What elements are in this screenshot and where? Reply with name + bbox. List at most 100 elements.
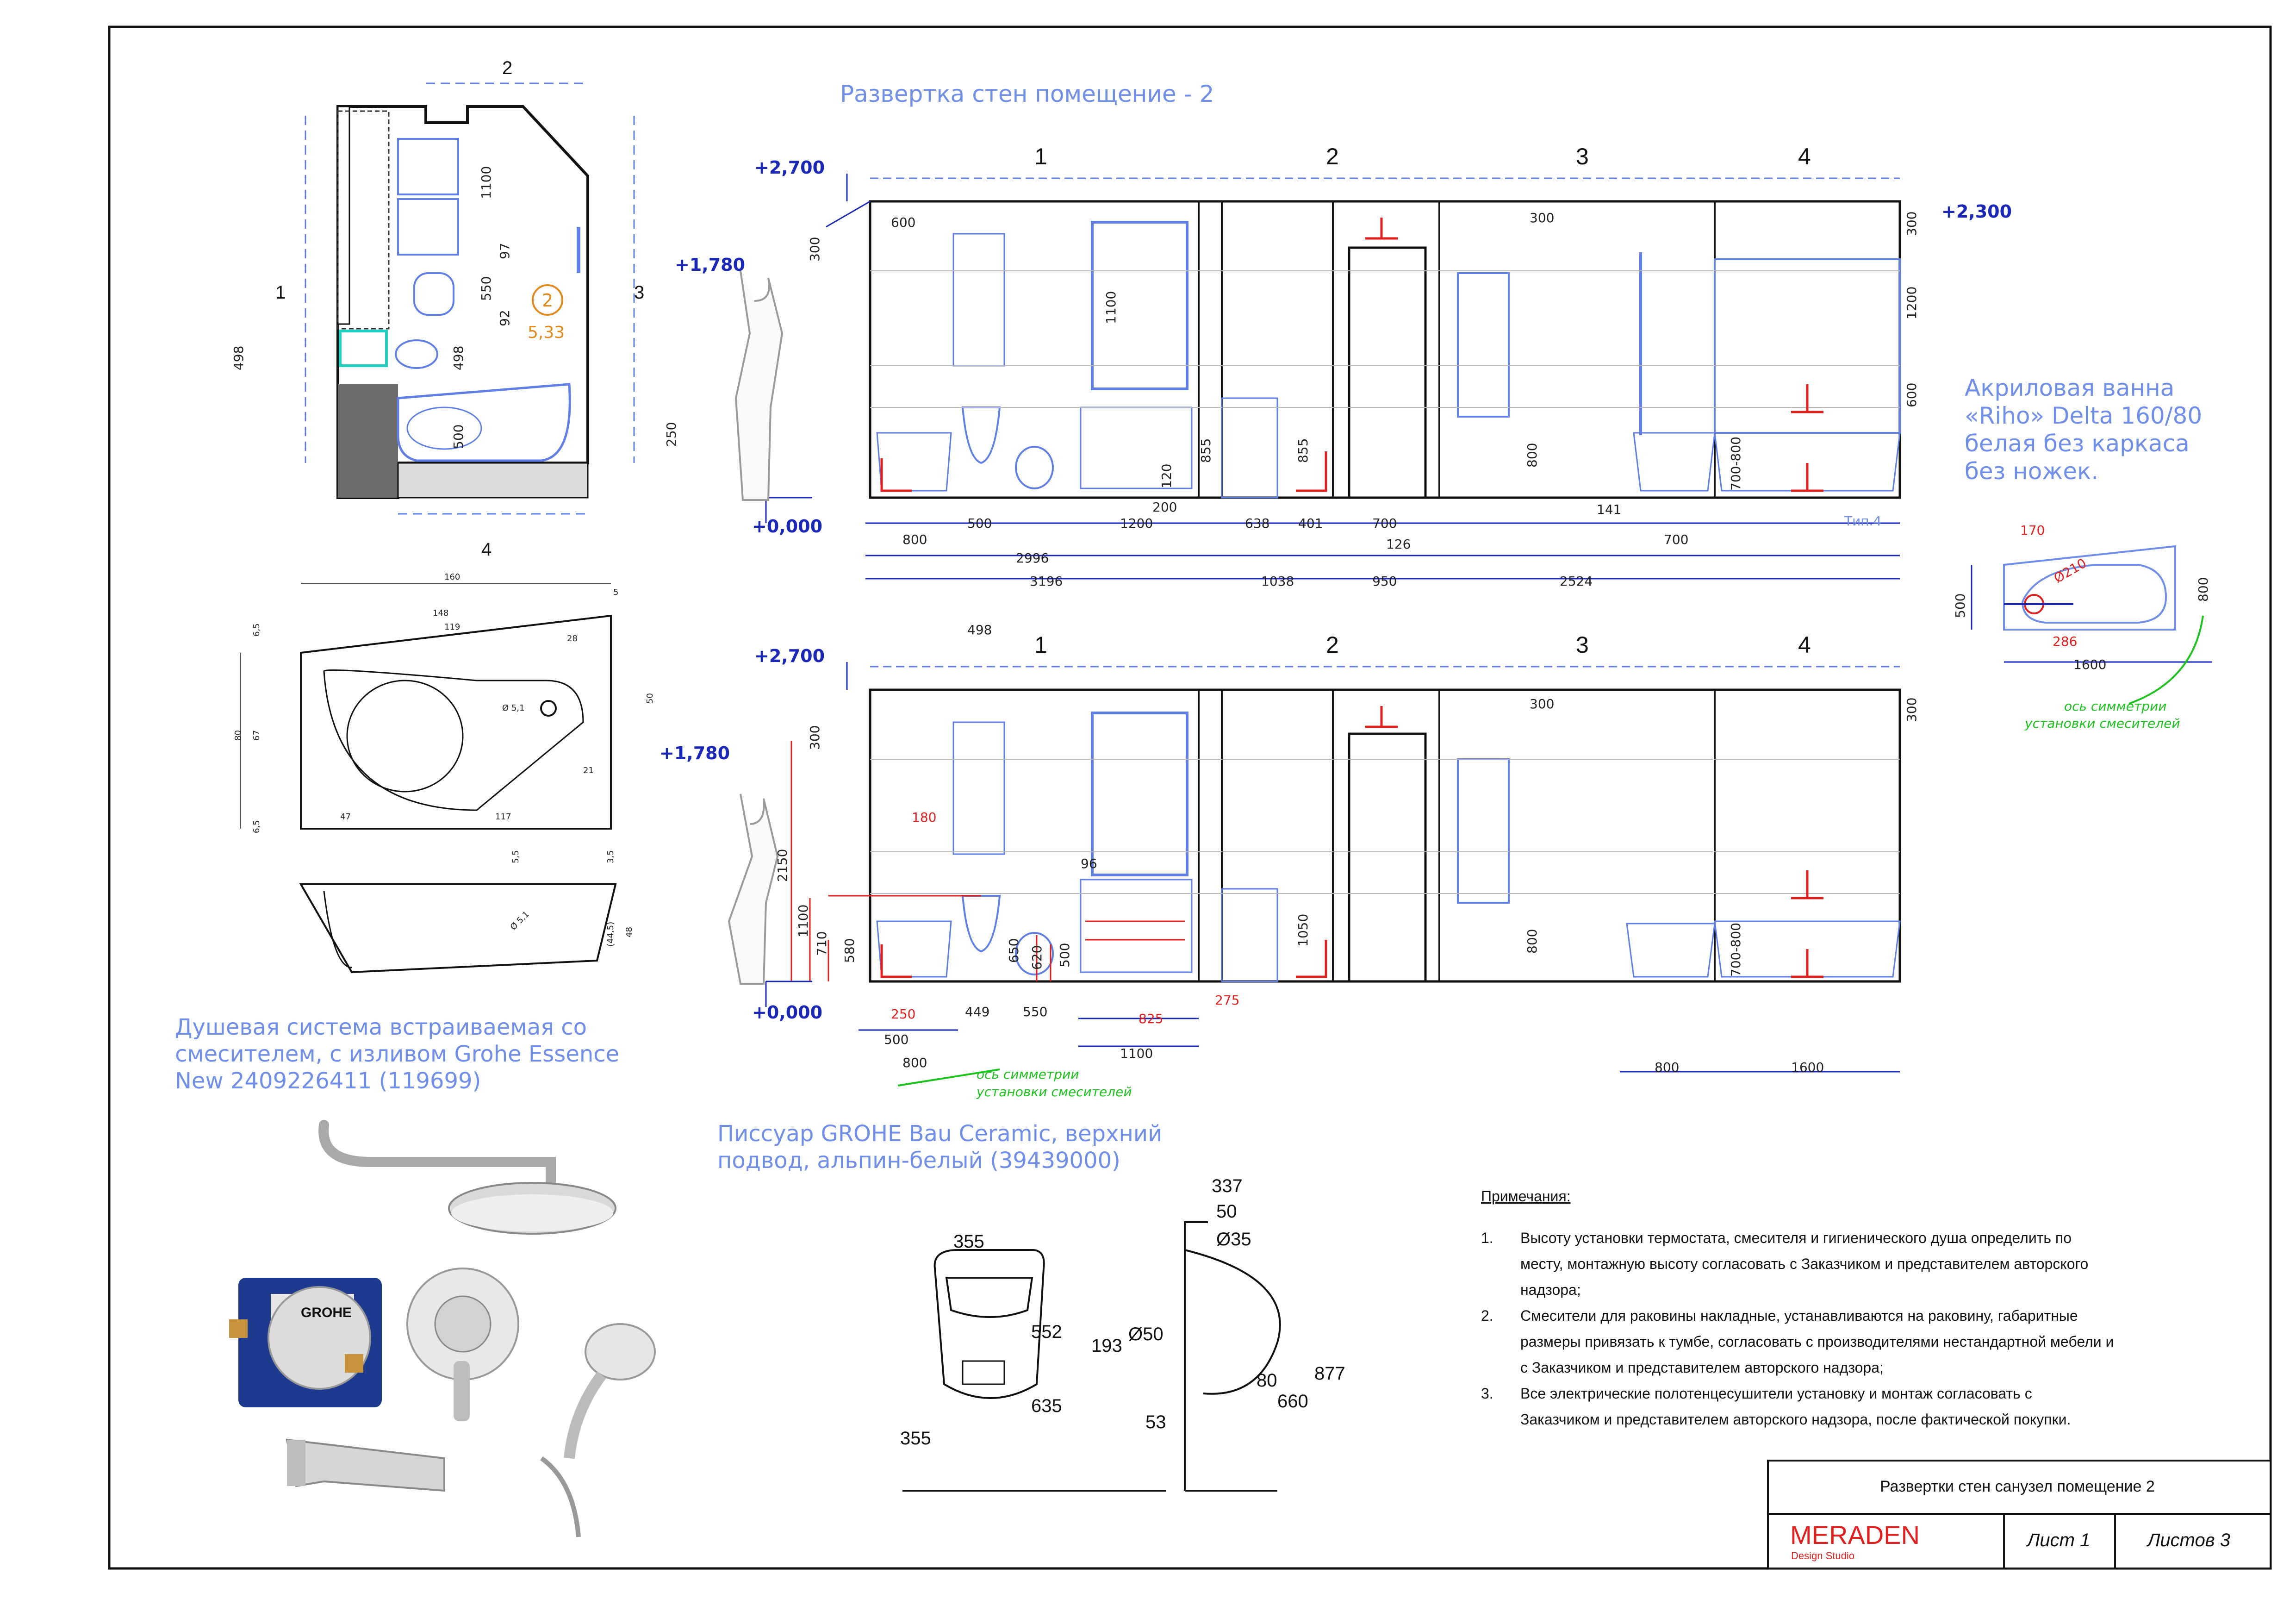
note-1-line1: Высоту установки термостата, смесителя и… (1520, 1230, 2072, 1246)
e2-b1-550: 550 (1023, 1004, 1047, 1019)
elevation-1 (765, 174, 1901, 580)
urinal-dim-877: 877 (1314, 1363, 1345, 1384)
e2-b3-1600: 1600 (1791, 1060, 1824, 1075)
e1-level-0000: +0,000 (752, 516, 822, 537)
e2-b2-1100: 1100 (1120, 1046, 1153, 1061)
urinal-dim-80: 80 (1257, 1370, 1277, 1391)
e2-dim-96: 96 (1081, 856, 1097, 871)
e1-b3-3196: 3196 (1030, 574, 1063, 589)
e2-level-1780: +1,780 (660, 743, 730, 763)
note-2-line2: размеры привязать к тумбе, согласовать с… (1520, 1333, 2114, 1350)
grohe-rough-in-image (229, 1278, 382, 1407)
note-2-line1: Смесители для раковины накладные, устана… (1520, 1307, 2078, 1324)
bath-dim-67: 67 (252, 730, 261, 741)
urinal-dim-53: 53 (1145, 1412, 1166, 1432)
e2-dim-300c: 300 (1904, 698, 1919, 722)
stamp-sheets: Листов 3 (2146, 1530, 2230, 1550)
e1-b1-638: 638 (1245, 516, 1269, 531)
e1-b1-126: 126 (1386, 537, 1411, 552)
note-1-line3: надзора; (1520, 1281, 1581, 1298)
bath-dim-6-5b: 6,5 (252, 820, 261, 833)
bath-small-dim-170: 170 (2020, 523, 2045, 538)
plan-dim-550: 550 (479, 276, 494, 301)
bath-dim-3-5: 3,5 (606, 850, 616, 863)
bath-dim-80: 80 (233, 730, 243, 741)
e2-b1-275: 275 (1215, 993, 1239, 1008)
e1-b3-2524: 2524 (1560, 574, 1593, 589)
e1-b1-401: 401 (1298, 516, 1323, 531)
e2-dim-1050: 1050 (1295, 914, 1311, 947)
e1-b1-200: 200 (1152, 500, 1177, 515)
shower-text-line2: смесителем, с изливом Grohe Essence (175, 1041, 619, 1067)
note-1-num: 1. (1481, 1230, 1493, 1246)
e1-dim-300b: 300 (1530, 210, 1554, 225)
thermostat-image (406, 1268, 519, 1421)
note-3-line2: Заказчиком и представителем авторского н… (1520, 1411, 2071, 1428)
notes-title: Примечания: (1481, 1188, 1571, 1205)
e2-wall-2: 2 (1326, 632, 1339, 658)
plan-dim-250: 250 (664, 422, 679, 447)
e1-dim-1100: 1100 (1103, 291, 1119, 324)
urinal-dim-355-top: 355 (953, 1231, 984, 1252)
plan-side-4: 4 (481, 539, 492, 560)
e1-level-2700: +2,700 (754, 157, 825, 178)
urinal-dim-337: 337 (1212, 1176, 1243, 1196)
e2-dim-580: 580 (842, 938, 857, 963)
plan-dim-500: 500 (451, 425, 466, 449)
elevation-2 (765, 662, 1901, 1073)
stamp-brand-sub: Design Studio (1791, 1550, 1854, 1562)
bath-spout-image (286, 1438, 445, 1492)
e2-b1-250: 250 (891, 1006, 915, 1022)
e2-wall-3: 3 (1576, 632, 1589, 658)
bath-small-plan (1971, 545, 2212, 705)
e1-dim-300a: 300 (807, 237, 822, 262)
bath-dim-d51b: Ø 5,1 (509, 909, 531, 932)
bath-small-note-line1: ось симметрии (2064, 699, 2166, 714)
e1-wall-2: 2 (1326, 144, 1339, 169)
note-3-num: 3. (1481, 1385, 1493, 1402)
bath-dim-160: 160 (444, 572, 460, 582)
bath-note-line3: белая без каркаса (1965, 430, 2190, 457)
e1-dim-1200: 1200 (1904, 287, 1919, 319)
e1-wall-3: 3 (1576, 144, 1589, 169)
plan-dim-498b: 498 (451, 346, 466, 370)
hand-shower-image (540, 1323, 656, 1537)
e1-dim-600v: 600 (1904, 383, 1919, 407)
e1-b1-500: 500 (967, 516, 992, 531)
e2-symmetry-line2: установки смесителей (976, 1084, 1132, 1099)
shower-head-image (318, 1120, 616, 1235)
plan-dim-92: 92 (497, 310, 512, 326)
e2-b3-800a: 800 (902, 1055, 927, 1070)
human-silhouette-1 (734, 270, 784, 501)
room-area: 5,33 (528, 323, 565, 342)
urinal-dim-355-bottom: 355 (900, 1428, 931, 1449)
e2-dim-710: 710 (814, 931, 829, 956)
e2-symmetry-line1: ось симметрии (977, 1067, 1079, 1082)
e2-b3-800b: 800 (1655, 1060, 1679, 1075)
e1-level-1780: +1,780 (675, 255, 745, 275)
e2-dim-800: 800 (1524, 929, 1540, 954)
shower-text-line3: New 2409226411 (119699) (175, 1068, 481, 1094)
note-2-num: 2. (1481, 1307, 1493, 1324)
stamp-sheet: Лист 1 (2026, 1530, 2090, 1550)
urinal-dim-552: 552 (1031, 1322, 1062, 1342)
e1-level-2300: +2,300 (1941, 201, 2012, 222)
e1-dim-300c: 300 (1904, 212, 1919, 236)
e2-dim-700-800: 700-800 (1728, 923, 1743, 977)
e2-dim-650: 650 (1006, 938, 1021, 963)
stamp-title: Развертки стен санузел помещение 2 (1880, 1478, 2155, 1495)
e1-dim-855a: 855 (1198, 438, 1213, 463)
bath-small-note-line2: установки смесителей (2024, 716, 2180, 731)
e2-dim-620: 620 (1029, 945, 1045, 970)
shower-text-line1: Душевая система встраиваемая со (175, 1014, 587, 1040)
e1-b1-700b: 700 (1664, 532, 1688, 547)
urinal-dim-d50: Ø50 (1128, 1324, 1164, 1344)
bath-dim-47: 47 (340, 812, 351, 822)
bath-small-dim-286: 286 (2053, 634, 2077, 649)
e1-wall-1: 1 (1034, 144, 1047, 169)
urinal-drawing (902, 1221, 1281, 1492)
e2-wall-4: 4 (1798, 632, 1811, 658)
urinal-dim-50: 50 (1216, 1201, 1237, 1222)
bath-note-line4: без ножек. (1965, 458, 2098, 485)
